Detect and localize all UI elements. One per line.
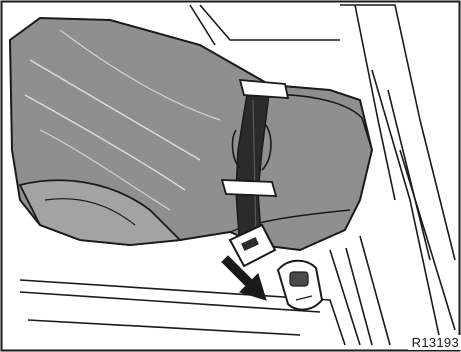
figure-code: R13193 <box>408 335 461 350</box>
